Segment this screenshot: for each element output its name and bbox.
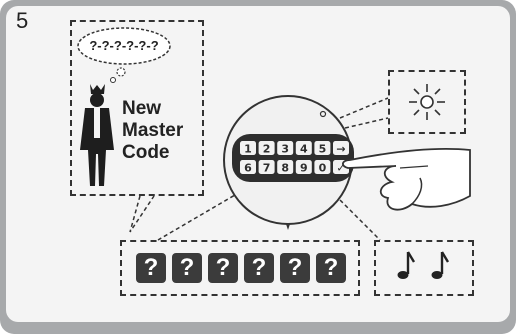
finger-icon [342, 148, 471, 211]
title-line-2: Master [122, 120, 184, 141]
code-digit-tile: ? [136, 253, 166, 283]
keypad-key-label: 6 [244, 162, 252, 175]
keypad-key[interactable] [258, 160, 275, 174]
keypad-key-label: 1 [244, 143, 252, 156]
code-digit-tile: ? [316, 253, 346, 283]
keypad-key-label: 4 [300, 143, 308, 156]
bubble-text-wrap: ?-?-?-?-?-? [74, 34, 174, 58]
connector-lines [129, 97, 389, 241]
keypad-key-label: 9 [300, 162, 308, 175]
keypad-key[interactable] [314, 141, 331, 155]
title-line-3: Code [122, 142, 170, 163]
keypad-key-label: ✓ [336, 162, 345, 175]
thought-dot-small [110, 77, 116, 83]
keypad-key-label: 7 [263, 162, 271, 175]
keypad-key-label: 2 [263, 143, 271, 156]
keypad-key-label: 0 [319, 162, 327, 175]
thought-dot-large [116, 67, 126, 77]
code-digit-tile: ? [208, 253, 238, 283]
finger-crease-2 [399, 165, 429, 169]
step-number: 5 [16, 8, 29, 33]
led-connector-line-2 [344, 117, 389, 129]
thought-bubble [77, 27, 171, 65]
keypad-key-label: 5 [319, 143, 327, 156]
lock-bottom-mark [286, 224, 290, 230]
thought-bubble-code: ?-?-?-?-?-? [89, 38, 159, 53]
keypad-key[interactable] [240, 141, 256, 155]
keypad-key[interactable] [295, 160, 312, 174]
finger-crease [411, 177, 423, 205]
bubble-pointer [129, 195, 155, 233]
keypad-key-label: → [336, 143, 345, 156]
keypad-key[interactable] [333, 141, 349, 155]
person-with-crown-icon [80, 84, 114, 186]
keypad-key-label: 3 [281, 143, 289, 156]
keypad-key[interactable] [314, 160, 331, 174]
music-notes-icon [397, 251, 450, 279]
code-digit-tile: ? [172, 253, 202, 283]
keypad-key[interactable] [240, 160, 256, 174]
led-light-icon [409, 84, 445, 120]
keypad-key[interactable] [295, 141, 312, 155]
code-digit-tile: ? [244, 253, 274, 283]
led-dot [319, 110, 327, 118]
sound-connector-line [339, 199, 381, 241]
keypad-key-label: 8 [281, 162, 289, 175]
led-connector-line [339, 97, 389, 119]
code-digit-tile: ? [280, 253, 310, 283]
sound-box [374, 240, 474, 296]
keypad-key[interactable] [277, 160, 294, 174]
title-line-1: New [122, 98, 162, 119]
keypad-key[interactable] [277, 141, 294, 155]
keypad-key[interactable] [258, 141, 275, 155]
